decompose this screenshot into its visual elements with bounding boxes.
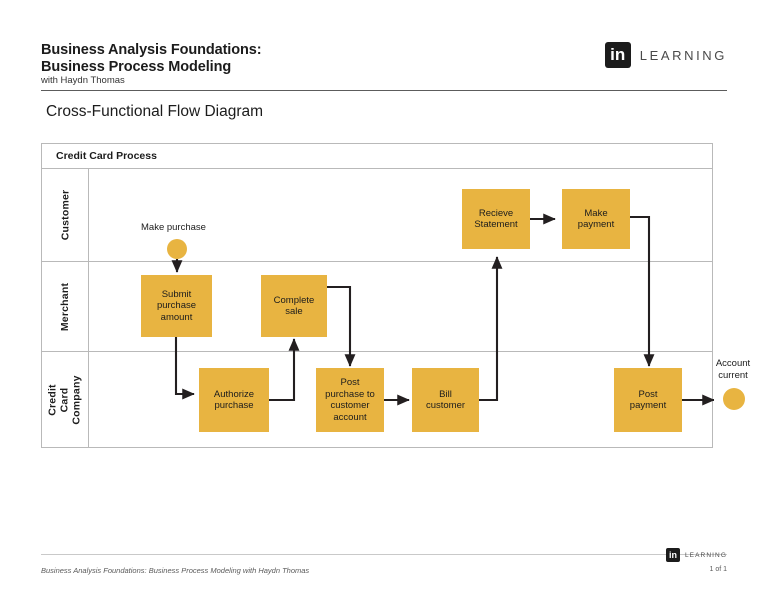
node-post-payment[interactable]: Post payment — [614, 368, 682, 432]
node-bill-customer[interactable]: Bill customer — [412, 368, 479, 432]
node-recieve-statement[interactable]: Recieve Statement — [462, 189, 530, 249]
footer-credit: Business Analysis Foundations: Business … — [41, 566, 310, 575]
node-submit-purchase-amount[interactable]: Submit purchase amount — [141, 275, 212, 337]
page-header: Business Analysis Foundations: Business … — [0, 0, 768, 92]
swimlane-customer: Customer Make purchase Recieve Statement… — [42, 169, 712, 262]
swimlane-body-credit-card-company: Authorize purchase Post purchase to cust… — [89, 352, 750, 448]
swimlane-label-credit-card-company: Credit Card Company — [42, 352, 89, 448]
pool-title-bar: Credit Card Process — [42, 144, 712, 169]
slide-heading: Cross-Functional Flow Diagram — [46, 103, 264, 120]
course-author: with Haydn Thomas — [41, 75, 125, 86]
node-make-payment[interactable]: Make payment — [562, 189, 630, 249]
cross-functional-flow-diagram: Credit Card Process Customer Make purcha… — [41, 143, 750, 448]
footer-linkedin-learning-logo: in LEARNING — [665, 548, 727, 562]
course-title: Business Analysis Foundations: Business … — [41, 42, 262, 75]
node-account-current[interactable] — [723, 388, 745, 410]
linkedin-in-icon: in — [604, 42, 631, 68]
learning-wordmark: LEARNING — [639, 47, 727, 63]
swimlane-body-merchant: Submit purchase amount Complete sale — [89, 262, 712, 351]
footer-linkedin-in-icon: in — [665, 548, 680, 562]
swimlane-label-customer: Customer — [42, 169, 89, 261]
page-number: 1 of 1 — [709, 566, 727, 573]
swimlane-label-credit-card-company-text: Credit Card Company — [47, 375, 83, 425]
node-caption-account-current: Account current — [715, 358, 751, 381]
node-authorize-purchase[interactable]: Authorize purchase — [199, 368, 269, 432]
header-divider — [41, 90, 727, 91]
swimlane-credit-card-company: Credit Card Company Authorize purchase P… — [42, 352, 750, 448]
footer-divider — [41, 554, 727, 555]
linkedin-learning-logo: in LEARNING — [604, 42, 727, 68]
swimlane-merchant: Merchant Submit purchase amount Complete… — [42, 262, 712, 352]
swimlane-label-merchant: Merchant — [42, 262, 89, 351]
swimlane-label-merchant-text: Merchant — [59, 282, 71, 331]
swimlane-label-customer-text: Customer — [59, 189, 72, 241]
node-complete-sale[interactable]: Complete sale — [261, 275, 327, 337]
footer-learning-wordmark: LEARNING — [684, 551, 727, 559]
node-post-purchase-to-customer-account[interactable]: Post purchase to customer account — [316, 368, 384, 432]
node-make-purchase[interactable] — [167, 239, 187, 259]
node-caption-make-purchase: Make purchase — [141, 222, 206, 233]
swimlane-body-customer: Make purchase Recieve Statement Make pay… — [89, 169, 712, 261]
pool-title-label: Credit Card Process — [56, 150, 157, 162]
